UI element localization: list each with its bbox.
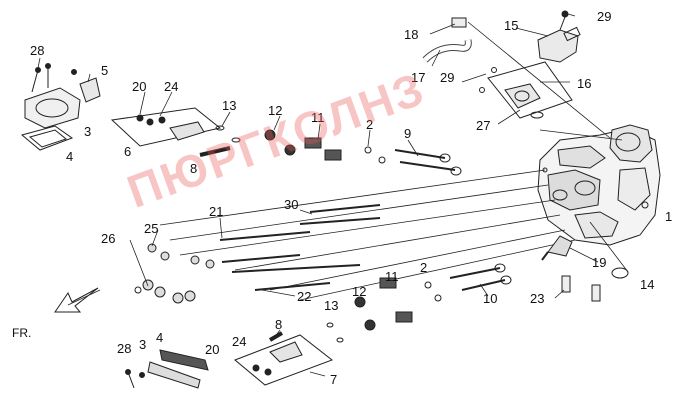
part-number-13: 13 [222, 98, 237, 113]
part-number-11-b: 11 [385, 269, 399, 284]
part-number-26: 26 [101, 231, 116, 246]
part-number-17: 17 [411, 70, 426, 85]
part-number-22: 22 [297, 289, 312, 304]
part-number-23: 23 [530, 291, 545, 306]
leader-lines [67, 21, 629, 306]
part-number-27: 27 [476, 118, 491, 133]
part-number-28-b: 28 [117, 341, 132, 356]
part-number-29: 29 [597, 9, 612, 24]
part-number-12-b: 12 [352, 284, 367, 299]
part-number-14: 14 [640, 277, 655, 292]
part-number-8: 8 [190, 161, 198, 176]
part-number-3: 3 [84, 124, 92, 139]
part-number-20: 20 [132, 79, 147, 94]
part-number-3-b: 3 [139, 337, 147, 352]
part-number-13-b: 13 [324, 298, 339, 313]
part-number-29-b: 29 [440, 70, 455, 85]
valve-parts-bottom [326, 263, 512, 343]
callout-lines [37, 13, 599, 377]
cylinder-head [537, 124, 661, 246]
front-direction-label: FR. [12, 326, 32, 340]
part-number-19: 19 [592, 255, 607, 270]
studs [219, 204, 381, 291]
part-number-8-b: 8 [275, 317, 283, 332]
part-number-25: 25 [144, 221, 159, 236]
part-number-2: 2 [366, 117, 374, 132]
part-number-11: 11 [311, 110, 325, 125]
part-number-12: 12 [268, 103, 283, 118]
part-number-4-b: 4 [156, 330, 164, 345]
part-number-28: 28 [30, 43, 45, 58]
part-number-6: 6 [124, 144, 132, 159]
thermostat-housing [479, 10, 581, 119]
part-number-15: 15 [504, 18, 519, 33]
lower-right-parts [541, 235, 629, 302]
part-number-1: 1 [665, 209, 673, 224]
part-number-30: 30 [284, 197, 299, 212]
nuts-washers [134, 243, 215, 304]
valve-cover-left [20, 63, 101, 151]
part-number-4: 4 [66, 149, 74, 164]
valve-parts-top [215, 125, 462, 176]
part-number-5: 5 [101, 63, 109, 78]
part-number-20-b: 20 [205, 342, 220, 357]
front-arrow-icon [54, 287, 99, 313]
part-number-7: 7 [330, 372, 338, 387]
part-number-21: 21 [209, 204, 224, 219]
part-number-24-b: 24 [232, 334, 247, 349]
rocker-plate-top [110, 107, 231, 157]
part-number-10: 10 [483, 291, 498, 306]
rocker-plate-bottom [125, 331, 334, 389]
part-number-16: 16 [577, 76, 592, 91]
part-number-9: 9 [404, 126, 412, 141]
part-number-24: 24 [164, 79, 179, 94]
part-number-18: 18 [404, 27, 419, 42]
part-number-2-b: 2 [420, 260, 428, 275]
